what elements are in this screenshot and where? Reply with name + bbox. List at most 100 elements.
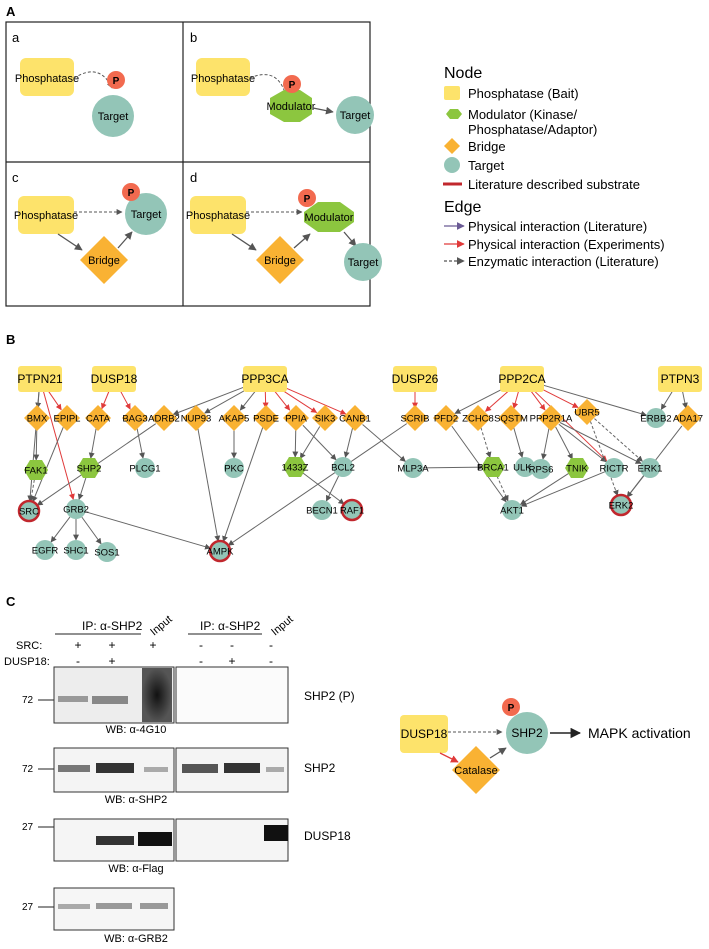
node-scrib: SCRIB [400, 405, 430, 431]
phospho-label: P [304, 194, 311, 205]
node-label: RPS6 [529, 465, 554, 476]
node-label: GRB2 [63, 505, 89, 516]
node-rps6: RPS6 [529, 459, 554, 479]
node-fak1: FAK1 [24, 460, 48, 480]
network-edge [594, 418, 643, 462]
bait-shape [92, 366, 136, 392]
bridge-label: Bridge [264, 255, 296, 267]
node-label: CATA [86, 414, 111, 425]
legend-modulator-label-1: Modulator (Kinase/ [468, 107, 577, 122]
node-sik3: SIK3 [312, 405, 338, 431]
ip-label-2: IP: α-SHP2 [200, 619, 261, 633]
target-shape [208, 539, 232, 563]
target-node [336, 96, 374, 134]
node-bag3: BAG3 [122, 405, 148, 431]
blot-shp2: 72 WB: α-SHP2 SHP2 [22, 747, 336, 806]
legend-bait-swatch [444, 86, 460, 100]
phospho-label: P [128, 188, 135, 199]
legend-bridge-swatch [444, 138, 460, 154]
bridge-shape [151, 405, 177, 431]
experimental-edge [439, 752, 459, 763]
node-zchc8: ZCHC8 [462, 405, 494, 431]
bridge-shape [54, 405, 80, 431]
subpanel-letter: c [12, 170, 19, 185]
dusp18-sign: - [199, 654, 203, 668]
network-edge [422, 464, 484, 471]
subpanel-letter: d [190, 170, 197, 185]
physical-edge [489, 747, 507, 759]
bridge-shape [312, 405, 338, 431]
blot-header: IP: α-SHP2 Input IP: α-SHP2 Input SRC: D… [4, 613, 296, 668]
network-edge [77, 477, 87, 501]
network-edge [222, 427, 264, 543]
network-edge [626, 475, 645, 498]
node-label: ULK1 [513, 463, 537, 474]
phosphatase-node [196, 58, 250, 96]
blot-flag: 27 WB: α-Flag DUSP18 [22, 818, 351, 875]
node-label: AMPK [207, 547, 235, 558]
phosphatase-label: Phosphatase [14, 210, 78, 222]
target-shape [224, 458, 244, 478]
dusp18-node [400, 715, 448, 753]
bridge-shape [253, 405, 279, 431]
node-shp2: SHP2 [77, 458, 102, 478]
bridge-shape [402, 405, 428, 431]
node-label: SOS1 [94, 548, 119, 559]
node-ptpn3: PTPN3 [658, 366, 702, 392]
network-edge [50, 516, 71, 543]
node-label: SQSTM [494, 414, 528, 425]
network-edge [480, 427, 492, 459]
node-psde: PSDE [253, 405, 279, 431]
node-cata: CATA [85, 405, 111, 431]
node-grb2: GRB2 [63, 499, 89, 519]
node-bmx: BMX [24, 405, 50, 431]
target-shape [531, 459, 551, 479]
network-edge [555, 426, 573, 460]
subpanel-d: d Phosphatase Modulator P Bridge Target [186, 170, 382, 284]
target-shape [403, 458, 423, 478]
network-edge [42, 388, 75, 500]
node-label: AKAP5 [219, 414, 250, 425]
node-label: BECN1 [306, 506, 338, 517]
phospho-label: P [508, 703, 515, 714]
subpanel-letter: a [12, 30, 20, 45]
network-edge [28, 479, 35, 502]
bridge-shape [283, 405, 309, 431]
modulator-shape [283, 457, 307, 477]
node-ada17: ADA17 [673, 405, 703, 431]
target-node [92, 95, 134, 137]
node-raf1: RAF1 [340, 498, 364, 522]
node-label: SIK3 [315, 414, 336, 425]
node-label: DUSP26 [392, 372, 439, 386]
node-ubr5: UBR5 [574, 399, 600, 425]
target-shape [66, 499, 86, 519]
target-shape [66, 540, 86, 560]
target-shape [97, 542, 117, 562]
target-shape [515, 457, 535, 477]
ip-label-1: IP: α-SHP2 [82, 619, 143, 633]
network-edge [451, 425, 507, 503]
bridge-shape [465, 405, 491, 431]
node-tnik: TNIK [565, 458, 589, 478]
dusp18-sign: + [108, 654, 115, 668]
src-sign: + [149, 638, 156, 652]
catalase-label: Catalase [454, 765, 497, 777]
blot-protein-label: DUSP18 [304, 829, 351, 843]
network-edge [558, 423, 607, 463]
panel-label-a: A [6, 4, 16, 19]
target-node [344, 243, 382, 281]
modulator-shape [77, 458, 101, 478]
node-label: ADA17 [673, 414, 703, 425]
node-label: SHP2 [77, 464, 102, 475]
target-shape [604, 458, 624, 478]
node-ulk1: ULK1 [513, 457, 537, 477]
network-edge [227, 423, 408, 546]
legend: Node Phosphatase (Bait) Modulator (Kinas… [443, 65, 665, 269]
node-erk1: ERK1 [638, 458, 662, 478]
legend-node-title: Node [444, 65, 482, 82]
modulator-node [270, 90, 312, 122]
network-edge [531, 381, 647, 417]
legend-phys-lit-label: Physical interaction (Literature) [468, 219, 647, 234]
node-akap5: AKAP5 [219, 405, 250, 431]
